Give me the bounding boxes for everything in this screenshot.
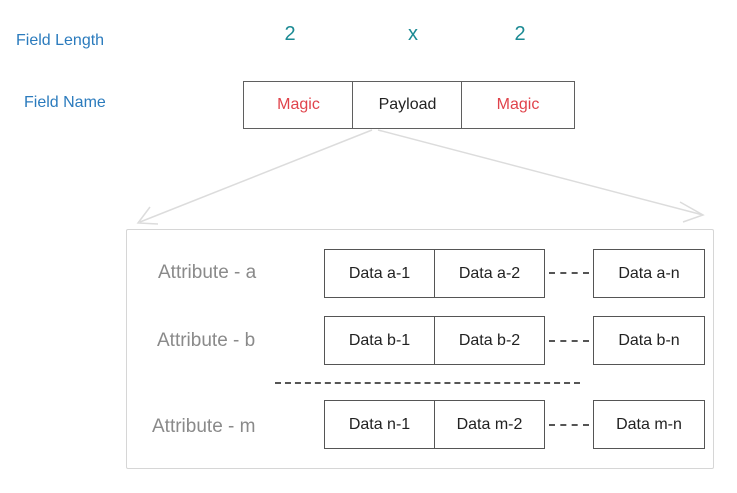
attribute-m-label: Attribute - m bbox=[152, 416, 256, 437]
data-m-n-box: Data m-n bbox=[593, 400, 705, 449]
data-b-2-box: Data b-2 bbox=[434, 316, 545, 365]
magic-left-length: 2 bbox=[284, 23, 296, 45]
data-b-n-box: Data b-n bbox=[593, 316, 705, 365]
data-a-2-box: Data a-2 bbox=[434, 249, 545, 298]
row-b-ellipsis bbox=[549, 340, 589, 342]
field-name-label: Field Name bbox=[24, 94, 106, 111]
left-expansion-line bbox=[139, 129, 373, 223]
attribute-a-label: Attribute - a bbox=[158, 262, 257, 283]
magic-right-length: 2 bbox=[514, 23, 526, 45]
left-arrow-head bbox=[136, 206, 159, 225]
right-arrow-head bbox=[679, 201, 705, 223]
magic-right-field: Magic bbox=[461, 81, 575, 129]
magic-left-field: Magic bbox=[243, 81, 354, 129]
payload-length: x bbox=[408, 23, 418, 45]
row-a-ellipsis bbox=[549, 272, 589, 274]
payload-detail-panel bbox=[126, 229, 714, 469]
data-n-1-box: Data n-1 bbox=[324, 400, 435, 449]
data-a-1-box: Data a-1 bbox=[324, 249, 435, 298]
data-a-n-box: Data a-n bbox=[593, 249, 705, 298]
data-b-1-box: Data b-1 bbox=[324, 316, 435, 365]
right-expansion-line bbox=[377, 129, 704, 216]
rows-ellipsis bbox=[275, 382, 580, 384]
data-m-2-box: Data m-2 bbox=[434, 400, 545, 449]
row-m-ellipsis bbox=[549, 424, 589, 426]
field-length-label: Field Length bbox=[16, 32, 105, 49]
attribute-b-label: Attribute - b bbox=[157, 330, 256, 351]
